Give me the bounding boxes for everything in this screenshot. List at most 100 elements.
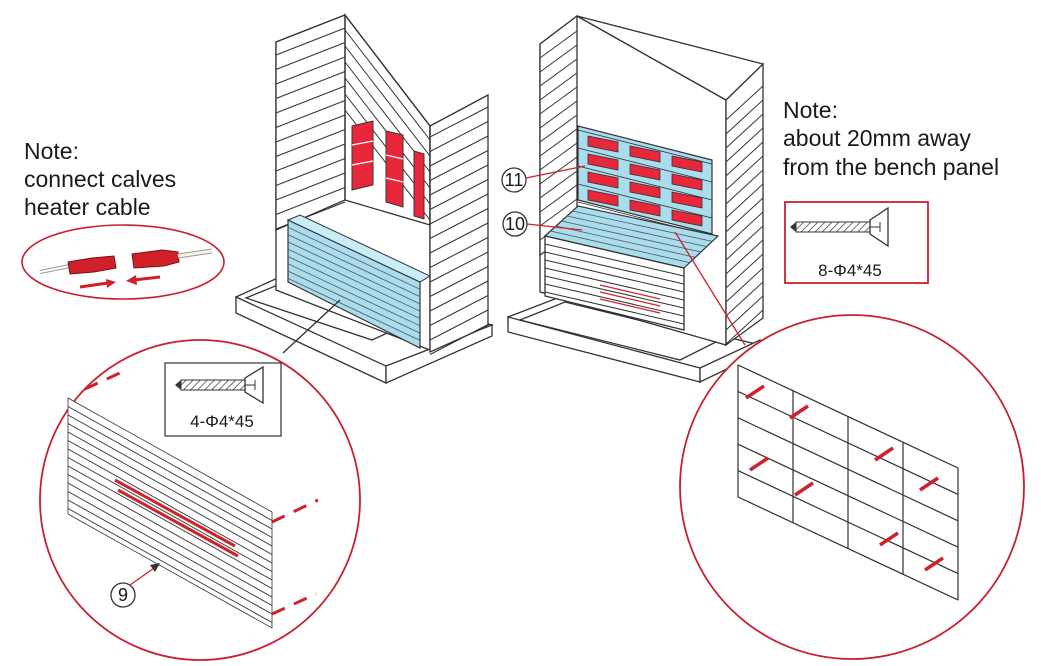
- left-sauna-cabin: [235, 13, 494, 385]
- slat-line: [539, 72, 578, 101]
- slat-line: [725, 169, 764, 205]
- heater-cable-line: [599, 284, 661, 300]
- slat-line: [725, 239, 764, 275]
- slat-line: [544, 251, 685, 285]
- slat-line: [539, 156, 578, 185]
- slat-line: [429, 280, 489, 312]
- cable-connector-detail: [21, 224, 225, 300]
- slat-line: [287, 256, 421, 319]
- slat-line: [67, 440, 273, 555]
- right-sauna-cabin: [507, 14, 765, 384]
- heater-element: [671, 209, 703, 227]
- slat-line: [539, 100, 578, 129]
- slat-line: [287, 226, 421, 290]
- slat-line: [539, 198, 578, 227]
- slat-line: [67, 508, 273, 623]
- slat-line: [67, 406, 273, 521]
- svg-text:about 20mm away: about 20mm away: [783, 125, 971, 151]
- slat-line: [67, 465, 273, 581]
- slat-line: [275, 56, 346, 85]
- heater-element: [587, 153, 619, 171]
- heater-element: [629, 163, 661, 181]
- svg-text:10: 10: [505, 214, 525, 234]
- screw-spec-box-right: 8-Φ4*45: [784, 201, 929, 284]
- slat-line: [429, 150, 489, 181]
- slat-line: [275, 143, 346, 172]
- slat-line: [275, 27, 346, 56]
- slat-line: [67, 457, 273, 572]
- slat-line: [544, 259, 685, 293]
- slat-line: [67, 482, 273, 598]
- slat-line: [67, 491, 273, 606]
- callout-10: 10: [502, 211, 583, 237]
- slat-line: [577, 183, 713, 219]
- slat-line: [429, 121, 489, 152]
- note-left: Note: connect calves heater cable: [24, 138, 176, 220]
- slat-line: [287, 263, 421, 327]
- slat-line: [725, 99, 764, 135]
- heater-element: [629, 145, 661, 163]
- slat-line: [725, 267, 764, 303]
- heater-frame-detail-right: [679, 314, 1025, 660]
- svg-text:heater cable: heater cable: [24, 194, 151, 220]
- slat-line: [725, 113, 764, 149]
- slat-line: [429, 193, 489, 225]
- slat-line: [725, 127, 764, 163]
- slat-line: [725, 197, 764, 233]
- svg-text:connect calves: connect calves: [24, 166, 176, 192]
- heater-element: [587, 171, 619, 189]
- slat-line: [429, 237, 489, 268]
- slat-line: [429, 164, 489, 196]
- slat-line: [577, 147, 713, 183]
- slat-line: [275, 172, 346, 201]
- slat-line: [275, 85, 346, 114]
- heater-element: [671, 173, 703, 191]
- svg-text:Note:: Note:: [783, 97, 838, 123]
- slat-line: [287, 234, 421, 297]
- screw-spec-box-left: 4-Φ4*45: [164, 362, 282, 437]
- slat-line: [429, 266, 489, 297]
- slat-line: [725, 211, 764, 247]
- slat-line: [539, 30, 578, 59]
- note-right: Note: about 20mm away from the bench pan…: [783, 97, 999, 180]
- heater-element: [587, 189, 619, 207]
- slat-line: [544, 275, 685, 309]
- slat-line: [725, 141, 764, 177]
- callout-11: 11: [501, 165, 586, 193]
- slat-line: [429, 106, 489, 138]
- screw-marker: [874, 446, 894, 462]
- leader-line-left: [282, 299, 341, 354]
- leader-line-right: [674, 231, 746, 346]
- slat-line: [344, 45, 431, 157]
- bench-panel: [67, 397, 273, 629]
- heater-element: [587, 135, 619, 153]
- slat-line: [544, 291, 685, 325]
- slat-line: [275, 42, 346, 70]
- slat-line: [572, 210, 713, 242]
- slat-line: [275, 114, 346, 143]
- slat-line: [287, 241, 421, 305]
- heater-cable-line: [599, 291, 661, 307]
- slat-line: [566, 215, 707, 248]
- heater-cable-line: [117, 488, 239, 558]
- slat-line: [725, 183, 764, 219]
- slat-line: [539, 184, 578, 213]
- slat-line: [344, 29, 431, 141]
- heater-cable-line: [599, 298, 661, 314]
- heater-element: [629, 181, 661, 199]
- heater-element: [671, 191, 703, 209]
- slat-line: [287, 278, 421, 341]
- slat-line: [67, 414, 273, 530]
- callout-9: 9: [118, 585, 128, 605]
- slat-line: [429, 222, 489, 254]
- slat-line: [539, 128, 578, 157]
- slat-line: [725, 155, 764, 191]
- slat-line: [577, 165, 713, 201]
- slat-line: [725, 85, 764, 121]
- slat-line: [544, 267, 685, 301]
- slat-line: [429, 179, 489, 210]
- slat-line: [67, 431, 273, 547]
- slat-line: [429, 208, 489, 239]
- slat-line: [287, 270, 421, 334]
